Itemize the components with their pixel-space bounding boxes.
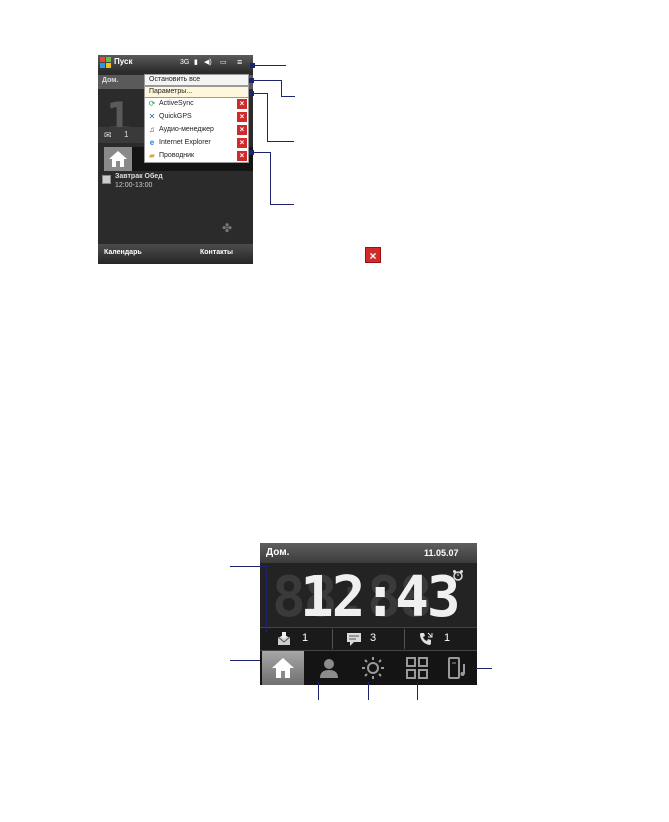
sms-icon (347, 633, 361, 646)
date-label: 11.05.07 (424, 548, 459, 558)
close-program-icon[interactable]: × (237, 99, 247, 109)
windows-start-icon[interactable] (100, 57, 111, 68)
house-icon (272, 658, 294, 678)
house-icon (109, 151, 127, 167)
music-tab[interactable] (438, 651, 477, 685)
notification-counters (260, 627, 477, 651)
sms-counter[interactable]: 3 (346, 627, 396, 651)
program-row-explorer[interactable]: ▰ Проводник × (144, 150, 249, 163)
launcher-tab[interactable] (396, 651, 438, 685)
program-row-quickgps[interactable]: ✕ QuickGPS × (144, 111, 249, 124)
brand-logo-icon: ✤ (222, 221, 233, 235)
appointment-time: 12:00-13:00 (115, 182, 153, 189)
internet-explorer-icon: e (149, 138, 155, 147)
counter-divider (332, 629, 333, 649)
missed-call-count: 1 (444, 632, 451, 644)
clock-ghost-digits: 88:88 (272, 565, 433, 630)
mail-icon (277, 632, 291, 645)
network-3g-icon: 3G (180, 59, 190, 66)
person-icon (320, 659, 338, 678)
home-tab[interactable] (262, 651, 304, 685)
title-bar (98, 55, 253, 71)
volume-icon[interactable]: ◀) (204, 59, 212, 66)
stop-all-label: Остановить все (149, 76, 201, 83)
weather-tab[interactable] (352, 651, 394, 685)
softkey-bar (98, 244, 253, 264)
sync-icon: ⟳ (148, 99, 156, 108)
battery-icon: ▭ (220, 59, 227, 66)
program-name: QuickGPS (159, 113, 192, 120)
missed-call-icon (420, 632, 433, 645)
clock-digits: 12:43 (300, 565, 461, 630)
clock-panel[interactable] (260, 563, 477, 627)
start-label[interactable]: Пуск (114, 57, 133, 66)
program-name: Internet Explorer (159, 139, 211, 146)
folder-icon: ▰ (148, 151, 156, 160)
sms-count: 3 (370, 632, 377, 644)
satellite-icon: ✕ (148, 112, 156, 121)
mail-icon[interactable]: ✉ (104, 130, 112, 140)
program-name: Аудио-менеджер (159, 126, 214, 133)
mail-count: 1 (124, 130, 129, 139)
missed-call-counter[interactable]: 1 (418, 627, 468, 651)
program-name: ActiveSync (159, 100, 194, 107)
email-counter[interactable]: 1 (276, 627, 326, 651)
close-icon: × (365, 247, 381, 263)
home-tab[interactable] (104, 147, 132, 171)
parameters-menu-item[interactable]: Параметры... (144, 86, 249, 98)
close-program-icon[interactable]: × (237, 125, 247, 135)
task-manager-icon[interactable]: ≡ (237, 57, 243, 67)
calendar-icon (102, 175, 111, 184)
program-row-activesync[interactable]: ⟳ ActiveSync × (144, 98, 249, 111)
audio-manager-icon: ♫ (149, 125, 155, 134)
people-tab[interactable] (308, 651, 350, 685)
stop-all-menu-item[interactable]: Остановить все (144, 74, 249, 86)
signal-icon: ▮ (194, 59, 198, 66)
appointment-title[interactable]: Завтрак Обед (115, 173, 163, 180)
parameters-label: Параметры... (149, 88, 193, 95)
calendar-softkey[interactable]: Календарь (104, 249, 142, 256)
program-row-internet-explorer[interactable]: e Internet Explorer × (144, 137, 249, 150)
program-name: Проводник (159, 152, 195, 159)
home-title: Дом. (266, 547, 290, 558)
home-screen-bottom: Дом. 11.05.07 88:88 12:43 1 3 1 (260, 543, 477, 685)
counter-divider (404, 629, 405, 649)
task-manager-menu: Остановить все Параметры... ⟳ ActiveSync… (144, 74, 249, 163)
close-program-icon[interactable]: × (237, 151, 247, 161)
contacts-softkey[interactable]: Контакты (200, 249, 234, 256)
close-program-icon[interactable]: × (237, 138, 247, 148)
close-program-icon[interactable]: × (237, 112, 247, 122)
program-row-audio-manager[interactable]: ♫ Аудио-менеджер × (144, 124, 249, 137)
home-header-bar (260, 543, 477, 563)
grid-icon (406, 657, 428, 679)
alarm-clock-icon[interactable] (452, 569, 464, 581)
counter-bar (98, 127, 148, 143)
home-label: Дом. (102, 77, 119, 84)
music-player-icon (448, 657, 465, 679)
email-count: 1 (302, 632, 309, 644)
sun-icon (362, 657, 384, 679)
